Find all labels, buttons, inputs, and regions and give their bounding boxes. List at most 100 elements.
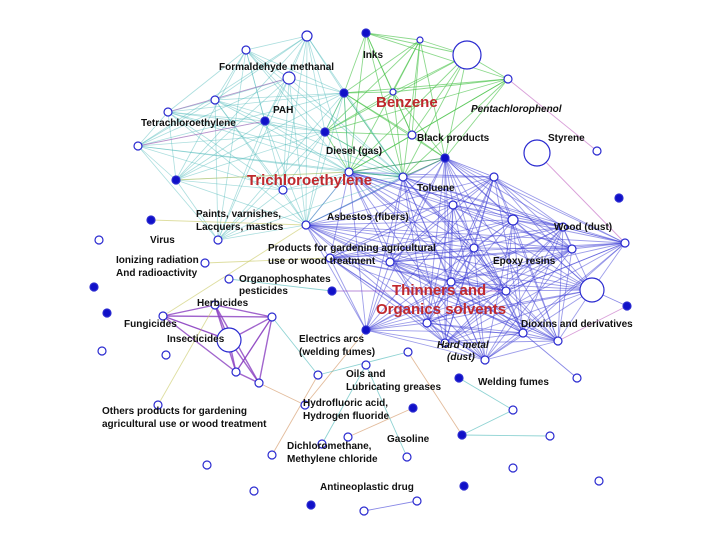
network-edge bbox=[347, 407, 414, 438]
label-herbicides: Herbicides bbox=[197, 298, 249, 309]
network-edge bbox=[444, 332, 524, 344]
network-edge bbox=[214, 99, 326, 133]
network-edge bbox=[167, 111, 307, 226]
network-node-open bbox=[398, 172, 408, 182]
network-node-filled bbox=[339, 88, 349, 98]
network-edge bbox=[150, 219, 307, 226]
network-node-open bbox=[161, 350, 171, 360]
network-edge bbox=[329, 257, 486, 361]
network-edge bbox=[389, 261, 507, 292]
label-trichloroethylene: Trichloroethylene bbox=[247, 172, 372, 189]
network-edge bbox=[402, 176, 626, 244]
network-node-open bbox=[267, 312, 277, 322]
network-edge bbox=[444, 157, 495, 178]
network-edge bbox=[305, 35, 308, 226]
network-edge bbox=[175, 35, 308, 181]
network-edge bbox=[426, 322, 524, 334]
network-edge bbox=[343, 91, 394, 94]
network-edge bbox=[288, 77, 404, 178]
network-edge bbox=[426, 242, 626, 324]
network-edge bbox=[167, 111, 404, 178]
network-node-filled bbox=[171, 175, 181, 185]
label-gardening-2: use or wood treatment bbox=[268, 256, 376, 267]
network-edge bbox=[348, 171, 593, 291]
network-edge bbox=[365, 32, 509, 80]
label-hard-metal-1: Hard metal bbox=[437, 340, 489, 351]
network-edge bbox=[365, 261, 391, 331]
network-edge bbox=[305, 224, 559, 342]
network-edge bbox=[245, 49, 290, 79]
network-edge bbox=[204, 257, 331, 264]
label-virus: Virus bbox=[150, 235, 175, 246]
network-edge bbox=[444, 157, 564, 228]
network-node-open bbox=[241, 45, 251, 55]
label-hard-metal-2: (dust) bbox=[447, 352, 475, 363]
network-edge bbox=[324, 131, 404, 178]
network-edge bbox=[306, 35, 350, 173]
network-edge bbox=[484, 242, 626, 361]
label-dichloromethane-2: Methylene chloride bbox=[287, 454, 378, 465]
network-edge bbox=[137, 145, 284, 191]
network-edge bbox=[329, 257, 391, 263]
network-edge bbox=[450, 242, 626, 283]
network-edge bbox=[175, 92, 345, 181]
network-edge bbox=[348, 39, 421, 173]
label-electrics-1: Electrics arcs bbox=[299, 334, 364, 345]
label-antineoplastic: Antineoplastic drug bbox=[320, 482, 414, 493]
network-edge bbox=[175, 77, 290, 181]
network-edge bbox=[402, 157, 446, 178]
network-edge bbox=[411, 54, 468, 136]
network-edge bbox=[402, 78, 509, 178]
network-edge bbox=[175, 131, 326, 181]
network-edge bbox=[214, 99, 307, 226]
network-edge bbox=[348, 171, 573, 250]
label-others-2: agricultural use or wood treatment bbox=[102, 419, 267, 430]
network-edge bbox=[264, 120, 350, 173]
network-node-open bbox=[508, 463, 518, 473]
network-edge bbox=[305, 224, 331, 259]
network-edge bbox=[306, 35, 326, 133]
network-edge bbox=[162, 315, 237, 373]
network-edge bbox=[137, 92, 345, 147]
network-edge bbox=[324, 39, 421, 133]
network-edge bbox=[329, 257, 367, 331]
network-node-filled bbox=[622, 301, 632, 311]
network-edge bbox=[271, 374, 319, 456]
network-node-open bbox=[416, 36, 424, 44]
network-node-open bbox=[282, 71, 296, 85]
network-node-open bbox=[210, 300, 220, 310]
network-node-open bbox=[344, 167, 354, 177]
network-edge bbox=[235, 316, 273, 373]
network-edge bbox=[167, 49, 247, 113]
network-edge bbox=[324, 131, 404, 178]
network-edge bbox=[137, 111, 169, 147]
network-node-open bbox=[558, 222, 568, 232]
network-edge bbox=[282, 176, 404, 191]
network-node-open bbox=[412, 496, 422, 506]
network-node-open bbox=[422, 318, 432, 328]
network-edge bbox=[167, 92, 345, 113]
network-node-open bbox=[523, 139, 551, 167]
network-edge bbox=[329, 257, 507, 292]
network-edge bbox=[419, 39, 446, 159]
network-edge bbox=[162, 304, 216, 317]
network-edge bbox=[321, 364, 367, 445]
network-node-open bbox=[508, 405, 518, 415]
network-node-open bbox=[249, 486, 259, 496]
network-edge bbox=[505, 290, 559, 342]
network-edge bbox=[167, 111, 284, 191]
network-edge bbox=[217, 224, 307, 241]
network-edge bbox=[306, 35, 345, 94]
label-ionizing-1: Ionizing radiation bbox=[116, 255, 199, 266]
network-edge bbox=[288, 77, 345, 94]
network-node-open bbox=[620, 238, 630, 248]
network-edge bbox=[365, 32, 404, 178]
label-dichloromethane-1: Dichloromethane, bbox=[287, 441, 372, 452]
network-node-filled bbox=[320, 127, 330, 137]
network-edge bbox=[343, 32, 367, 94]
network-edge bbox=[217, 120, 266, 241]
network-node-open bbox=[216, 327, 242, 353]
network-edge bbox=[512, 219, 564, 228]
network-node-filled bbox=[146, 215, 156, 225]
network-edge bbox=[348, 171, 475, 249]
